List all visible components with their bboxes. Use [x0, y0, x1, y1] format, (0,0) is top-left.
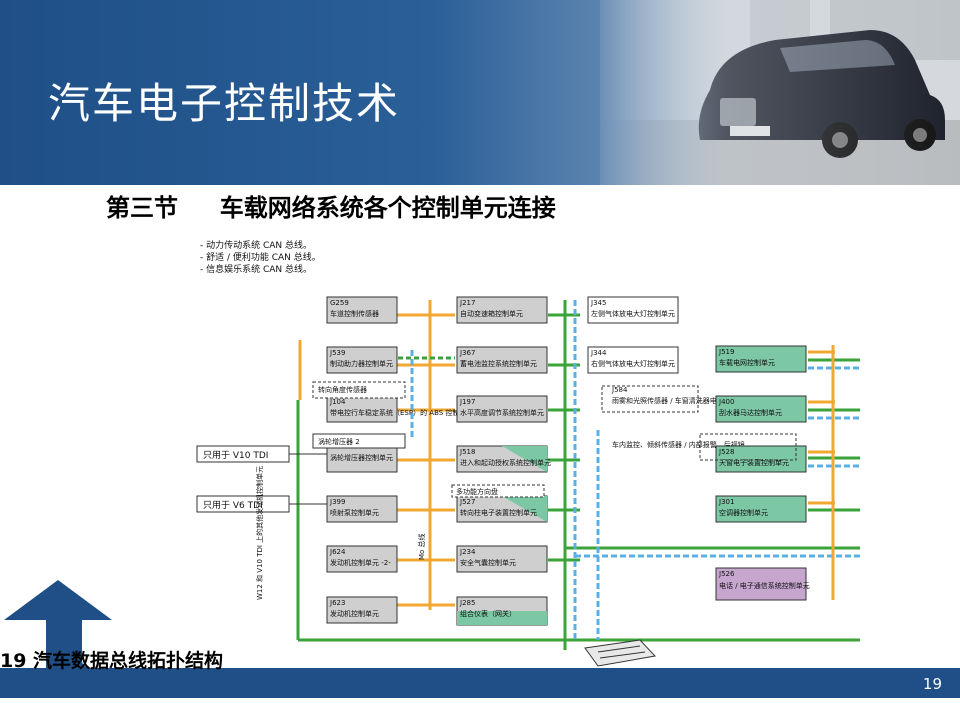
box-code: J526 [718, 570, 735, 578]
box-code: J345 [590, 299, 606, 307]
vertical-bus-label: Mo 总线 [417, 533, 426, 560]
box-code: J104 [329, 398, 346, 406]
footer-band [0, 668, 960, 698]
box-label: 制动助力器控制单元 [330, 359, 393, 368]
box-label: 天窗电子装置控制单元 [719, 458, 789, 467]
box-label: 车道控制传感器 [330, 309, 379, 318]
vertical-note: W12 和 V10 TDI 上的其他发动机控制单元 [255, 466, 264, 600]
box-label: 雨雾和光照传感器 / 车窗清洗器电机控制单元 [612, 396, 752, 405]
box-code: J217 [459, 299, 475, 307]
box-label: 车载电网控制单元 [719, 358, 775, 367]
annotation-steering: 多功能方向盘 [456, 487, 498, 496]
box-label: 电话 / 电子通信系统控制单元 [719, 581, 810, 590]
box-label: 车内监控、倾斜传感器 / 内部报警、后视镜 [612, 440, 745, 449]
legend-item: - 舒适 / 便利功能 CAN 总线。 [200, 251, 321, 263]
box-code: J539 [329, 349, 345, 357]
box-label: 发动机控制单元 -2- [330, 558, 391, 567]
annotation-turbo: 涡轮增压器 2 [318, 437, 360, 446]
box-code: J399 [329, 498, 345, 506]
box-label: 右侧气体放电大灯控制单元 [591, 359, 675, 368]
box-label: 进入和起动授权系统控制单元 [460, 458, 551, 467]
box-code: J344 [590, 349, 607, 357]
box-code: J623 [329, 599, 345, 607]
diagnostic-connector-icon [584, 639, 656, 667]
box-label: 涡轮增压器控制单元 [330, 453, 393, 462]
slide-title: 汽车电子控制技术 [48, 79, 401, 128]
box-label: 喷射泵控制单元 [330, 508, 379, 517]
label-only-v10: 只用于 V10 TDI [203, 450, 268, 461]
bus-topology-diagram: - 动力传动系统 CAN 总线。 - 舒适 / 便利功能 CAN 总线。 - 信… [4, 239, 960, 668]
column-3: J345 左侧气体放电大灯控制单元 J344 右侧气体放电大灯控制单元 J584… [587, 296, 752, 449]
column-2: J217 自动变速箱控制单元 J367 蓄电池监控系统控制单元 J197 水平高… [456, 296, 551, 626]
box-code: J197 [459, 398, 475, 406]
box-code: G259 [330, 299, 349, 307]
powertrain-bus-right [808, 345, 835, 600]
box-label: 水平高度调节系统控制单元 [460, 408, 544, 417]
box-code: J400 [718, 398, 734, 406]
box-label: 空调器控制单元 [719, 508, 768, 517]
label-only-v6: 只用于 V6 TDI [203, 500, 263, 511]
box-label: 自动变速箱控制单元 [460, 309, 523, 318]
box-label: 刮水器马达控制单元 [719, 408, 782, 417]
box-code: J527 [459, 498, 475, 506]
taxi-photo [600, 0, 960, 185]
legend-item: - 信息娱乐系统 CAN 总线。 [200, 263, 312, 275]
box-code: J584 [611, 386, 628, 394]
column-1: G259 车道控制传感器 J539 制动助力器控制单元 J104 带电控行车稳定… [326, 296, 473, 624]
box-label: 蓄电池监控系统控制单元 [460, 359, 537, 368]
powertrain-bus [298, 300, 455, 610]
section-heading: 第三节 车载网络系统各个控制单元连接 [106, 193, 556, 222]
box-label: 发动机控制单元 [330, 609, 379, 618]
annotation-sensor: 转向角度传感器 [318, 385, 367, 394]
box-code: J518 [459, 448, 475, 456]
figure-caption: 19 汽车数据总线拓扑结构 [0, 650, 224, 672]
box-code: J528 [718, 448, 734, 456]
box-label: 转向柱电子装置控制单元 [460, 508, 537, 517]
box-label: 安全气囊控制单元 [460, 558, 516, 567]
box-code: J234 [459, 548, 476, 556]
box-code: J519 [718, 348, 734, 356]
box-label: 带电控行车稳定系统（ESP）的 ABS 控制单元 [330, 408, 473, 417]
page-number: 19 [922, 675, 942, 693]
legend-item: - 动力传动系统 CAN 总线。 [200, 239, 312, 251]
box-label: 组合仪表（网关） [460, 609, 516, 618]
box-code: J624 [329, 548, 346, 556]
infotainment-bus [410, 300, 860, 640]
box-label: 左侧气体放电大灯控制单元 [591, 309, 675, 318]
box-code: J301 [718, 498, 734, 506]
box-code: J367 [459, 349, 475, 357]
box-code: J285 [459, 599, 475, 607]
column-4: J519 车载电网控制单元 J400 刮水器马达控制单元 J528 天窗电子装置… [715, 345, 810, 601]
